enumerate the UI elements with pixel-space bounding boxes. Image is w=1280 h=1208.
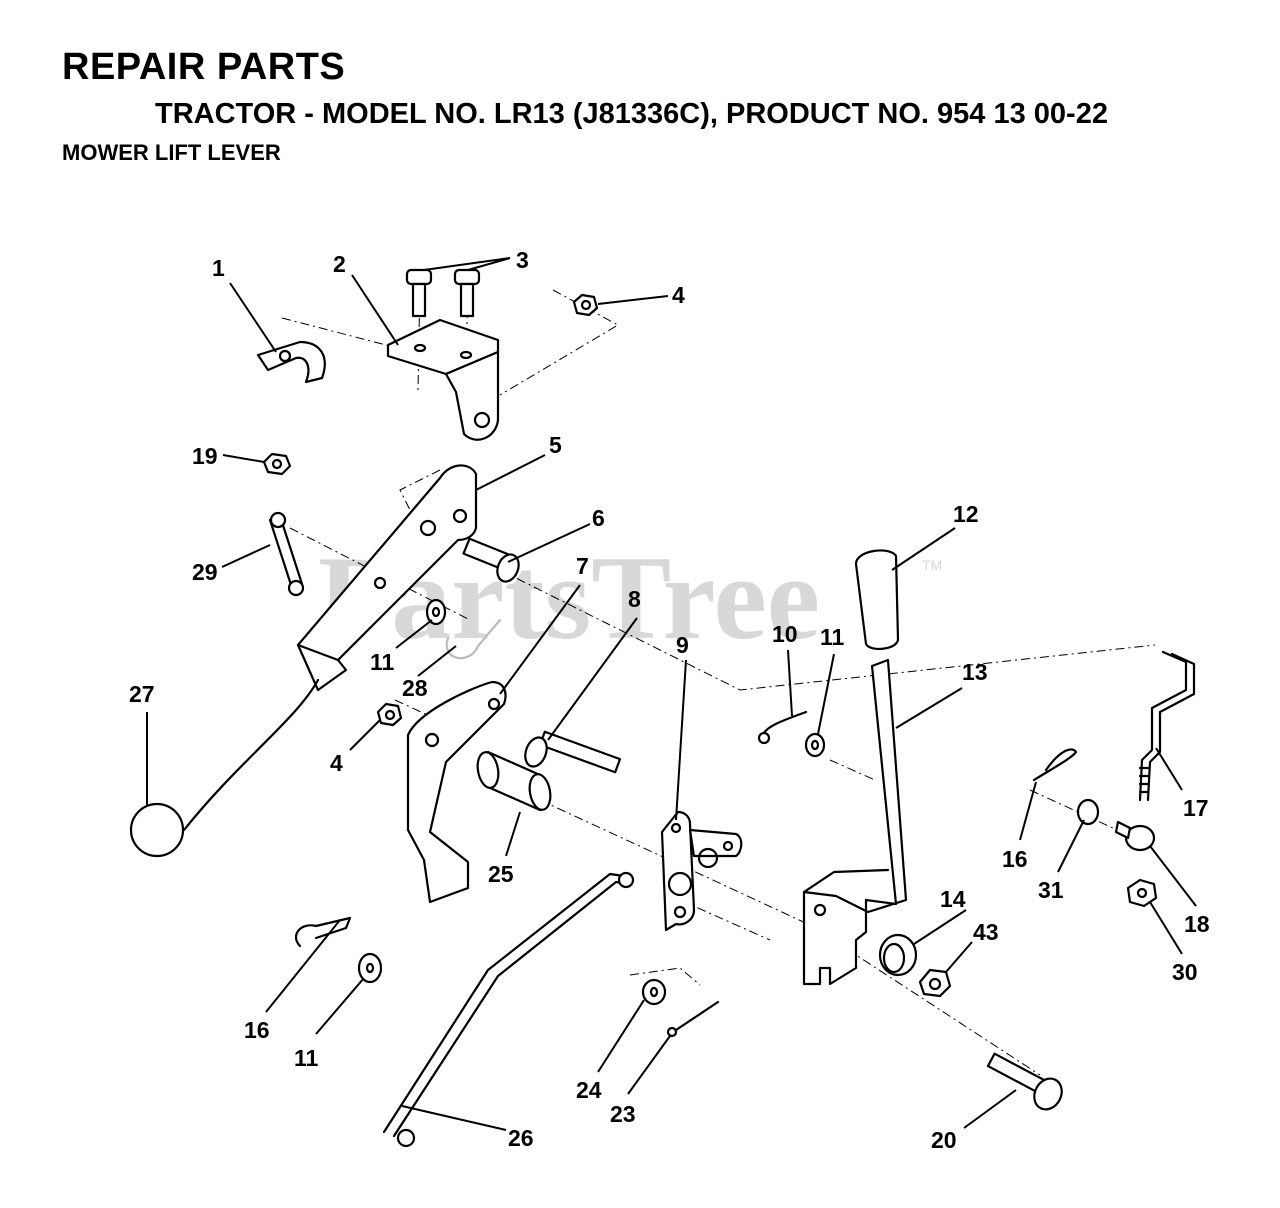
callout-5: 5	[549, 432, 562, 458]
callout-11-upper: 11	[370, 649, 395, 675]
part-11-washer-right	[804, 732, 826, 758]
part-11-washer-upper	[425, 598, 447, 626]
callout-23: 23	[610, 1101, 636, 1127]
callout-13: 13	[962, 659, 988, 685]
callout-18: 18	[1184, 911, 1210, 937]
part-13-lift-lever	[802, 658, 908, 986]
part-9-pivot-plate	[660, 810, 743, 932]
callout-9: 9	[676, 632, 689, 658]
part-19-nut	[262, 452, 292, 476]
part-16-hairpin-clip-right	[1032, 748, 1078, 782]
callout-25: 25	[488, 861, 514, 887]
callout-3: 3	[516, 247, 529, 273]
part-10-cotter-pin	[757, 710, 808, 745]
callout-20: 20	[931, 1127, 957, 1153]
part-29-link	[268, 511, 305, 597]
callout-10: 10	[772, 621, 798, 647]
callout-1: 1	[212, 255, 225, 281]
callout-16-right: 16	[1002, 846, 1028, 872]
callout-31: 31	[1038, 877, 1064, 903]
part-1-cable-clip	[256, 340, 326, 384]
page-title: REPAIR PARTS	[62, 46, 346, 88]
callout-labels: 1 2 3 4 5 19 6 29 12 7 8 10 11 9 11 28 1…	[129, 247, 1210, 1153]
callout-7: 7	[576, 553, 589, 579]
part-31-washer	[1076, 798, 1100, 826]
part-8-bolt	[524, 730, 622, 774]
part-2-mounting-bracket	[386, 318, 500, 441]
leader-lines	[146, 257, 1197, 1131]
callout-27: 27	[129, 681, 155, 707]
callout-24: 24	[576, 1077, 602, 1103]
part-18-trunnion	[1114, 820, 1156, 852]
callout-2: 2	[333, 251, 346, 277]
part-27-cable-knob	[129, 678, 320, 858]
assembly-axis-lines	[281, 279, 1156, 1076]
part-5-lift-arm	[296, 464, 478, 692]
part-23-cotter-pin	[666, 1000, 720, 1038]
part-26-lift-rod	[382, 871, 635, 1148]
model-subtitle: TRACTOR - MODEL NO. LR13 (J81336C), PROD…	[155, 98, 1108, 130]
part-28-pin	[445, 618, 502, 660]
part-30-nut	[1126, 878, 1158, 908]
part-4-hex-nut-top	[572, 293, 599, 317]
part-16-hairpin-clip-left	[294, 916, 352, 948]
part-3-bolts	[405, 268, 481, 318]
callout-30: 30	[1172, 959, 1198, 985]
part-14-spacer	[878, 933, 918, 977]
callout-11-right: 11	[820, 624, 845, 650]
callout-11-lower: 11	[294, 1045, 319, 1071]
part-7-bracket	[406, 680, 507, 904]
callout-8: 8	[628, 586, 641, 612]
watermark-trademark: TM	[922, 557, 942, 573]
callout-29: 29	[192, 559, 218, 585]
callout-26: 26	[508, 1125, 534, 1151]
callout-4-left: 4	[330, 750, 343, 776]
part-20-bolt	[986, 1052, 1063, 1111]
callout-12: 12	[953, 501, 979, 527]
part-6-bolt	[462, 537, 520, 583]
part-4-hex-nut-left	[376, 702, 403, 727]
part-24-washer	[641, 978, 667, 1006]
callout-17: 17	[1183, 795, 1209, 821]
part-43-nut	[918, 968, 952, 998]
callout-19: 19	[192, 443, 218, 469]
part-11-washer-lower	[357, 952, 383, 984]
part-25-bushing	[476, 750, 552, 812]
callout-43: 43	[973, 919, 999, 945]
callout-28: 28	[402, 675, 428, 701]
callout-6: 6	[592, 505, 605, 531]
part-12-handle-grip	[854, 549, 900, 650]
callout-16-left: 16	[244, 1017, 270, 1043]
part-17-threaded-rod	[1138, 650, 1196, 802]
callout-14: 14	[940, 886, 966, 912]
callout-4-top: 4	[672, 282, 685, 308]
section-title: MOWER LIFT LEVER	[62, 140, 281, 165]
